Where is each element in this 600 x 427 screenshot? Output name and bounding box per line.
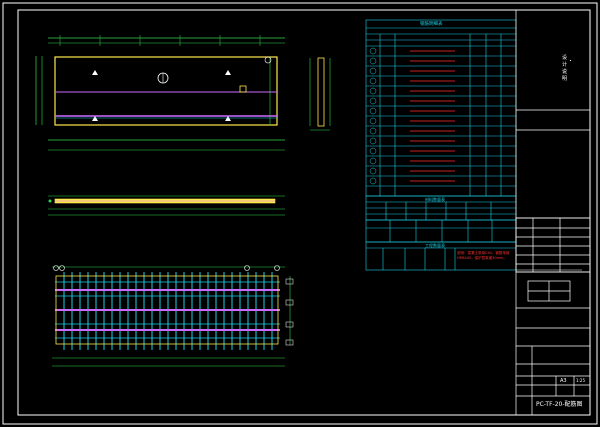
support-marker-icon [225, 70, 231, 75]
sheet-number: A3 [560, 378, 567, 384]
side-section [317, 57, 325, 127]
rebar-table-header: 钢筋明细表 [420, 22, 443, 27]
plan-view[interactable] [35, 35, 331, 151]
quantity-table-header: 工程数量表 [425, 243, 445, 248]
rebar-shape-sketches [410, 50, 455, 182]
support-marker-icon [225, 116, 231, 121]
rebar-layout-view[interactable] [52, 265, 294, 367]
note-table[interactable] [365, 241, 517, 271]
quantity-table[interactable] [365, 219, 517, 243]
drawing-title: PC-TF-20-配筋图 [536, 401, 583, 408]
rebar-schedule-table[interactable] [365, 19, 517, 197]
title-block[interactable] [515, 10, 591, 415]
slab-outline [54, 56, 278, 126]
support-marker-icon [92, 116, 98, 121]
detail-marker-icon[interactable] [264, 56, 272, 64]
side-note: 设计说明 [562, 55, 568, 82]
elevation-view[interactable] [48, 195, 285, 216]
scale-label: 1:25 [576, 378, 585, 383]
north-arrow-icon [570, 60, 571, 61]
note-text: 说明：混凝土采用C40，钢筋采用HRB400，保护层厚度30mm。 [457, 251, 510, 260]
support-marker-icon [92, 70, 98, 75]
drawing-frame [17, 9, 591, 416]
detail-marker-icon[interactable] [239, 85, 247, 93]
rebar-id-markers [369, 47, 377, 185]
material-table-header: 材料数量表 [425, 197, 445, 202]
